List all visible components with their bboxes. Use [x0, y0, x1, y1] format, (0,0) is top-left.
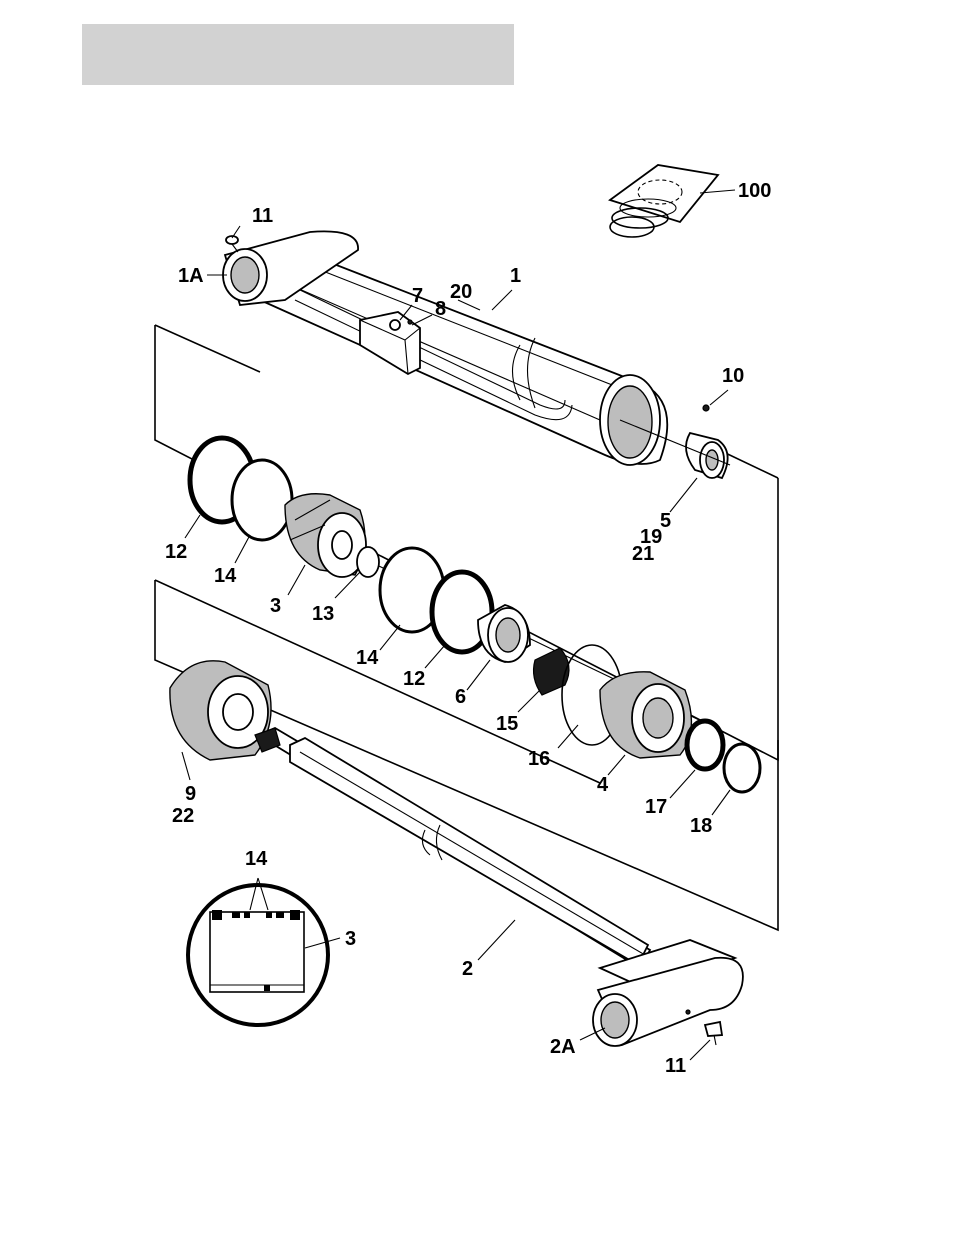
callout-10: 10 — [722, 365, 744, 387]
callout-9: 9 — [185, 783, 196, 805]
piston-3 — [285, 494, 366, 577]
seal-kit-bag — [610, 165, 718, 237]
callout-14-detail: 14 — [245, 848, 268, 870]
callout-14-a: 14 — [214, 565, 237, 587]
cylinder-barrel — [260, 245, 667, 465]
callout-15: 15 — [496, 713, 518, 735]
callout-4: 4 — [597, 774, 609, 796]
callout-22: 22 — [172, 805, 194, 827]
callout-14-b: 14 — [356, 647, 379, 669]
callout-12-a: 12 — [165, 541, 187, 563]
detail-view-piston-seal — [188, 878, 340, 1025]
wiper-15 — [534, 648, 569, 695]
callout-1: 1 — [510, 265, 521, 287]
gland-nut — [686, 405, 728, 478]
piston-nut-9 — [170, 661, 271, 760]
callout-1a: 1A — [178, 265, 204, 287]
callout-3-a: 3 — [270, 595, 281, 617]
wiper-seal-18 — [724, 744, 760, 792]
callout-16: 16 — [528, 748, 550, 770]
piston-rings-14 — [232, 460, 292, 540]
callout-11-bottom: 11 — [665, 1055, 686, 1077]
callout-20: 20 — [450, 281, 472, 303]
callout-11-top: 11 — [252, 205, 273, 227]
callout-21: 21 — [632, 543, 654, 565]
callout-3-detail: 3 — [345, 928, 356, 950]
callout-100: 100 — [738, 180, 771, 202]
callout-7: 7 — [412, 285, 423, 307]
callout-2: 2 — [462, 958, 473, 980]
gland-4 — [600, 672, 691, 758]
callout-17: 17 — [645, 796, 667, 818]
callout-2a: 2A — [550, 1036, 576, 1058]
callout-18: 18 — [690, 815, 712, 837]
rod-end-eye — [593, 940, 743, 1046]
callout-6: 6 — [455, 686, 466, 708]
callout-13: 13 — [312, 603, 334, 625]
callout-8: 8 — [435, 298, 446, 320]
callout-12-b: 12 — [403, 668, 425, 690]
rod-seal-17 — [687, 721, 723, 769]
oring-13 — [357, 547, 379, 577]
